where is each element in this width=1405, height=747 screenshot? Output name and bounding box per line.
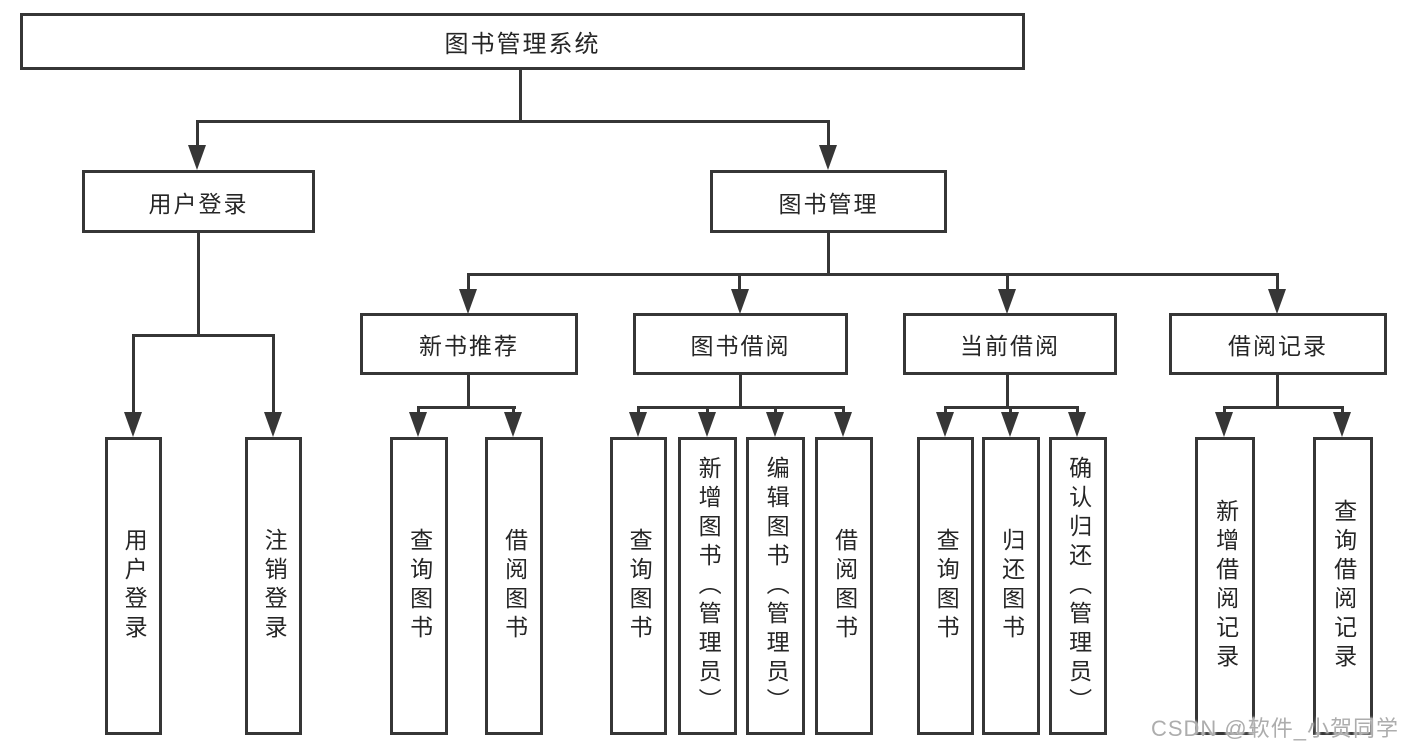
arrow-down-icon [409, 412, 427, 437]
node-user-login: 用户登录 [82, 170, 315, 233]
connector-drop-logout [272, 334, 275, 414]
leaf-label: 查询图书 [406, 528, 433, 644]
leaf-label: 查询图书 [933, 528, 960, 644]
leaf-confirm-return-admin: 确认归还（管理员） [1049, 437, 1107, 735]
connector-leaf-drop [417, 406, 420, 415]
arrow-down-icon [124, 412, 142, 437]
connector-group-split [1223, 406, 1344, 409]
arrow-down-icon [264, 412, 282, 437]
connector-drop-login [132, 334, 135, 414]
leaf-logout: 注销登录 [245, 437, 302, 735]
connector-book-management-trunk [827, 233, 830, 276]
csdn-watermark: CSDN @软件_小贺同学 [1150, 716, 1399, 741]
connector-group-trunk [1276, 375, 1279, 409]
leaf-label: 查询借阅记录 [1330, 499, 1357, 673]
leaf-label: 新增借阅记录 [1212, 499, 1239, 673]
connector-group-split [417, 406, 516, 409]
connector-group-trunk [1006, 375, 1009, 409]
leaf-label: 归还图书 [998, 528, 1025, 644]
arrow-down-icon [459, 289, 477, 314]
connector-leaf-drop [706, 406, 709, 415]
leaf-label: 确认归还（管理员） [1065, 455, 1092, 717]
connector-drop-book-management [827, 120, 830, 147]
connector-leaf-drop [1009, 406, 1012, 415]
arrow-down-icon [1268, 289, 1286, 314]
connector-leaf-drop [1076, 406, 1079, 415]
connector-leaf-drop [944, 406, 947, 415]
leaf-query-borrow-record: 查询借阅记录 [1313, 437, 1373, 735]
connector-group-split [637, 406, 845, 409]
connector-leaf-drop [1341, 406, 1344, 415]
arrow-down-icon [629, 412, 647, 437]
connector-level3-split [467, 273, 1279, 276]
node-library-management-system: 图书管理系统 [20, 13, 1025, 70]
connector-user-login-trunk [197, 233, 200, 337]
leaf-edit-books-admin: 编辑图书（管理员） [746, 437, 805, 735]
connector-user-login-split [132, 334, 275, 337]
leaf-label: 借阅图书 [501, 528, 528, 644]
arrow-down-icon [731, 289, 749, 314]
arrow-down-icon [819, 145, 837, 170]
leaf-label: 新增图书（管理员） [695, 455, 722, 717]
connector-root-trunk [519, 70, 522, 122]
leaf-label: 编辑图书（管理员） [763, 455, 790, 717]
arrow-down-icon [1001, 412, 1019, 437]
node-book-borrowing: 图书借阅 [633, 313, 848, 375]
leaf-label: 借阅图书 [831, 528, 858, 644]
connector-drop-user-login [196, 120, 199, 147]
connector-level2-split [196, 120, 830, 123]
leaf-query-books-current: 查询图书 [917, 437, 974, 735]
leaf-label: 用户登录 [121, 528, 148, 644]
connector-group-trunk [467, 375, 470, 409]
leaf-return-books: 归还图书 [982, 437, 1040, 735]
leaf-borrow-books: 借阅图书 [815, 437, 873, 735]
leaf-add-books-admin: 新增图书（管理员） [678, 437, 737, 735]
arrow-down-icon [1215, 412, 1233, 437]
node-new-book-recommendation: 新书推荐 [360, 313, 578, 375]
connector-leaf-drop [512, 406, 515, 415]
connector-leaf-drop [1223, 406, 1226, 415]
arrow-down-icon [766, 412, 784, 437]
arrow-down-icon [936, 412, 954, 437]
arrow-down-icon [834, 412, 852, 437]
connector-drop-book-borrow [738, 273, 741, 291]
leaf-borrow-books-recommend: 借阅图书 [485, 437, 543, 735]
node-current-borrowing: 当前借阅 [903, 313, 1117, 375]
arrow-down-icon [1068, 412, 1086, 437]
arrow-down-icon [188, 145, 206, 170]
leaf-user-login: 用户登录 [105, 437, 162, 735]
leaf-add-borrow-record: 新增借阅记录 [1195, 437, 1255, 735]
arrow-down-icon [998, 289, 1016, 314]
connector-leaf-drop [774, 406, 777, 415]
leaf-query-books-borrowing: 查询图书 [610, 437, 667, 735]
leaf-label: 注销登录 [261, 528, 288, 644]
arrow-down-icon [504, 412, 522, 437]
leaf-label: 查询图书 [626, 528, 653, 644]
arrow-down-icon [698, 412, 716, 437]
connector-group-trunk [739, 375, 742, 409]
connector-drop-current-borrow [1006, 273, 1009, 291]
node-book-management: 图书管理 [710, 170, 947, 233]
arrow-down-icon [1333, 412, 1351, 437]
connector-drop-new-book [467, 273, 470, 291]
connector-drop-borrow-records [1276, 273, 1279, 291]
connector-leaf-drop [842, 406, 845, 415]
connector-leaf-drop [637, 406, 640, 415]
leaf-query-books-recommend: 查询图书 [390, 437, 448, 735]
node-borrowing-records: 借阅记录 [1169, 313, 1387, 375]
